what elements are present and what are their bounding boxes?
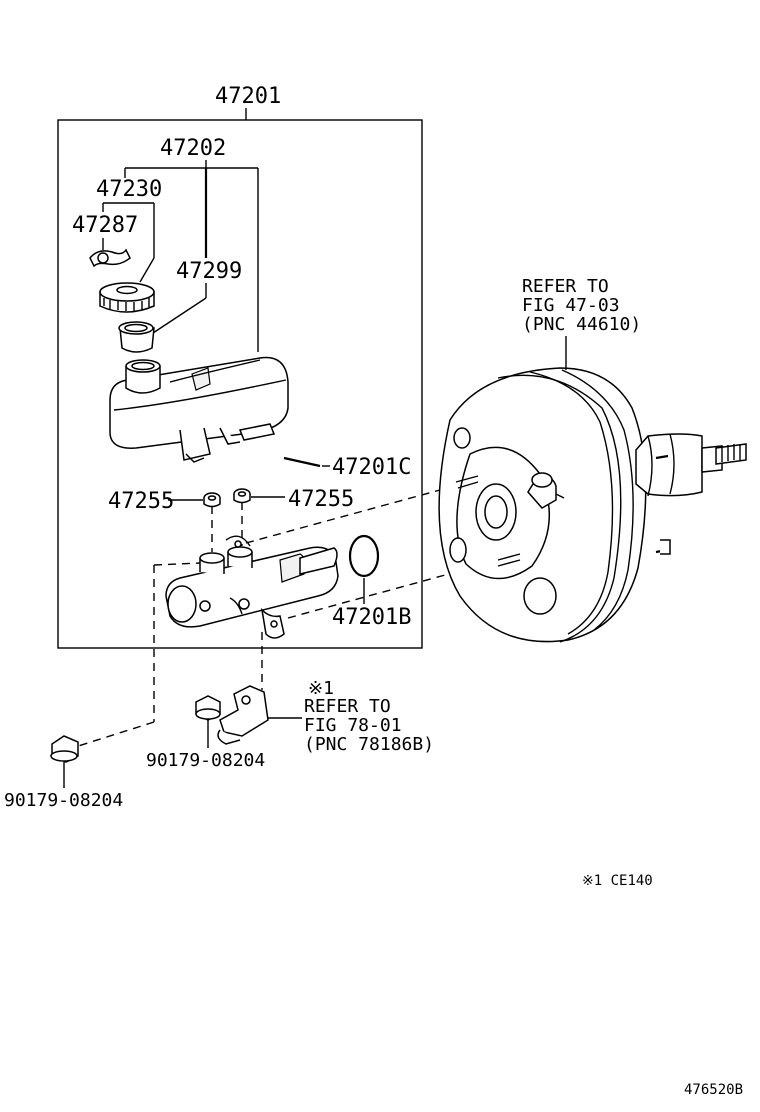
reservoir-tank-icon [109,356,289,463]
flange-nut-middle-icon [195,695,221,721]
label-note-mark: ※1 [308,678,334,699]
leader-47299 [149,283,207,336]
label-refer-booster-2: FIG 47-03 [522,295,620,316]
label-47201B: 47201B [332,605,411,630]
bracket-icon [217,685,302,745]
footnote: ※1 CE140 [582,873,653,889]
label-refer-booster-3: (PNC 44610) [522,314,641,335]
brake-booster-icon [438,367,747,643]
label-refer-booster-1: REFER TO [522,276,609,297]
strainer-icon [118,321,155,353]
label-refer-bracket-3: (PNC 78186B) [304,734,434,755]
label-47299: 47299 [176,259,242,284]
o-ring-icon [348,534,380,578]
label-47230: 47230 [96,177,162,202]
dashed-alignment-lines [71,483,501,749]
label-47201: 47201 [215,84,281,109]
flange-nut-left-icon [50,735,79,763]
leader-47202 [124,160,259,352]
label-47202: 47202 [160,136,226,161]
pin-icon [283,456,330,468]
leader-47230 [102,202,155,283]
assembly-box [57,119,423,649]
label-nut-left: 90179-08204 [4,790,123,811]
label-47255-right: 47255 [288,487,354,512]
grommet-left-icon [203,492,221,508]
label-47287: 47287 [72,213,138,238]
label-refer-bracket-2: FIG 78-01 [304,715,402,736]
label-47255-left: 47255 [108,489,174,514]
label-nut-middle: 90179-08204 [146,750,265,771]
strainer-clip-icon [89,248,131,268]
figure-code: 476520B [684,1082,743,1098]
reservoir-cap-icon [99,282,155,313]
master-cylinder-icon [165,535,339,639]
label-refer-bracket-1: REFER TO [304,696,391,717]
grommet-right-icon [233,488,251,504]
label-47201C: 47201C [332,455,411,480]
